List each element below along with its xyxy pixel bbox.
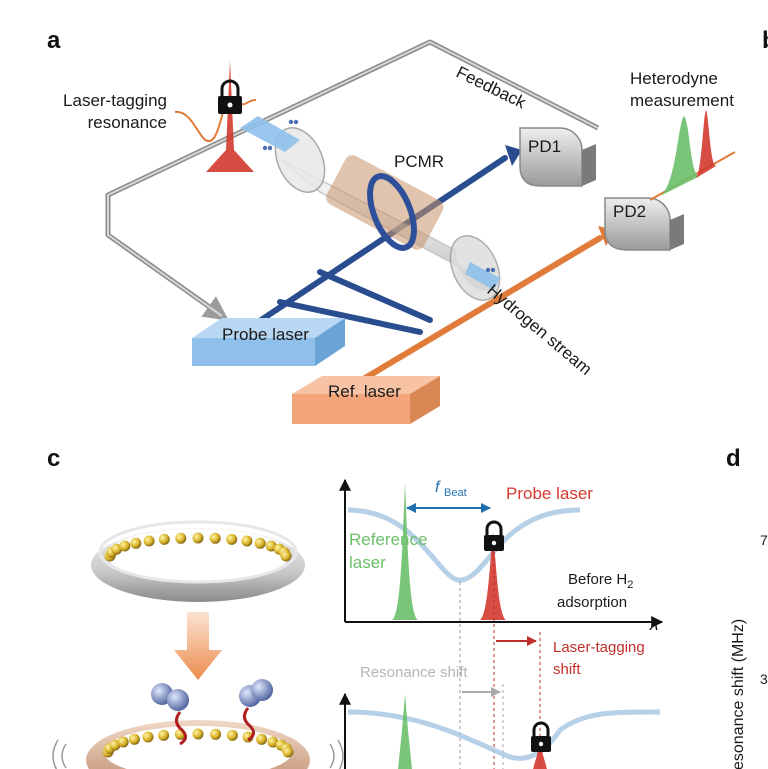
heterodyne-label-line1: Heterodyne [630, 69, 718, 88]
feedback-loop-inner [107, 40, 599, 317]
reference-laser-label-line1: Reference [349, 530, 427, 549]
reference-laser-label-line2: laser [349, 553, 386, 572]
panel-d-tick-top: 7 [760, 532, 768, 548]
gold-nanoparticle [209, 532, 221, 544]
gold-nanoparticle [142, 731, 154, 743]
laser-tagging-shift-line1: Laser-tagging [553, 639, 645, 656]
panel-label-b: b [762, 27, 768, 54]
gold-nanoparticle [280, 550, 292, 562]
gold-nanoparticle [267, 736, 279, 748]
gold-nanoparticle [117, 736, 129, 748]
ref-beam [342, 235, 603, 393]
gold-nanoparticle [241, 535, 253, 547]
gold-nanoparticle [119, 540, 131, 552]
output-beam [465, 262, 500, 290]
panel-label-c: c [47, 445, 60, 472]
probe-laser-label: Probe laser [222, 325, 309, 344]
gold-nanoparticle [130, 537, 142, 549]
beads-bottom [102, 728, 294, 758]
pcmr-label: PCMR [394, 152, 444, 171]
ref-laser-box [292, 376, 440, 424]
ref-laser-label: Ref. laser [328, 382, 401, 401]
h2-molecule-right [239, 679, 273, 742]
gold-nanoparticle [143, 535, 155, 547]
gold-nanoparticle [128, 733, 140, 745]
lock-icon [218, 79, 242, 114]
beads-top [104, 532, 292, 562]
gold-nanoparticle [256, 733, 268, 745]
before-h2-label-line2: adsorption [557, 594, 627, 611]
heterodyne-label-line2: measurement [630, 91, 734, 110]
gold-nanoparticle [254, 537, 266, 549]
probe-beam [237, 155, 508, 337]
probe-laser-spectrum-label: Probe laser [506, 484, 593, 503]
gold-nanoparticle [192, 532, 204, 544]
gold-nanoparticle [192, 728, 204, 740]
before-h2-label-line1: Before H2 [568, 571, 633, 591]
h2-molecule-glyphs [262, 119, 496, 273]
panel-label-d: d [726, 445, 741, 472]
gold-nanoparticle [109, 739, 121, 751]
panel-label-a: a [47, 27, 61, 54]
lock-icon-after [531, 721, 551, 752]
gold-nanoparticle [175, 532, 187, 544]
gold-nanoparticle [158, 729, 170, 741]
spectrum-after [339, 692, 661, 769]
vibration-arcs [52, 739, 344, 769]
gold-nanoparticle [226, 533, 238, 545]
laser-tagging-label-line2: resonance [88, 113, 167, 132]
laser-tagging-shift-line2: shift [553, 661, 581, 678]
h2-molecule-left [151, 683, 189, 746]
laser-tagging-label-line1: Laser-tagging [63, 91, 167, 110]
lock-icon-before [484, 520, 504, 551]
pd2-label: PD2 [613, 202, 646, 221]
panel-d-ylabel: esonance shift (MHz) [730, 619, 747, 769]
probe-beam-arrowhead [505, 145, 522, 166]
gold-nanoparticle [158, 533, 170, 545]
pd1-label: PD1 [528, 137, 561, 156]
heterodyne-spectrum [649, 110, 736, 201]
hydrogen-stream-label: Hydrogen stream [483, 281, 595, 379]
resonance-shift-label: Resonance shift [360, 664, 468, 681]
spectrum-before [339, 478, 664, 769]
pd2-detector [604, 197, 684, 251]
f-beat-symbol: f [435, 479, 441, 496]
f-beat-subscript: Beat [444, 487, 467, 499]
panel-d-tick-mid: 3 [760, 671, 768, 687]
adsorption-arrow [174, 612, 222, 680]
wavelength-axis-label: λ [649, 615, 658, 634]
gold-nanoparticle [282, 746, 294, 758]
gold-nanoparticle [226, 729, 238, 741]
pd1-detector [519, 127, 596, 187]
gold-nanoparticle [210, 728, 222, 740]
laser-tagging-spectrum [174, 60, 257, 172]
probe-laser-box [192, 318, 345, 366]
pcmr-tube [274, 127, 501, 301]
input-beam [240, 116, 300, 152]
